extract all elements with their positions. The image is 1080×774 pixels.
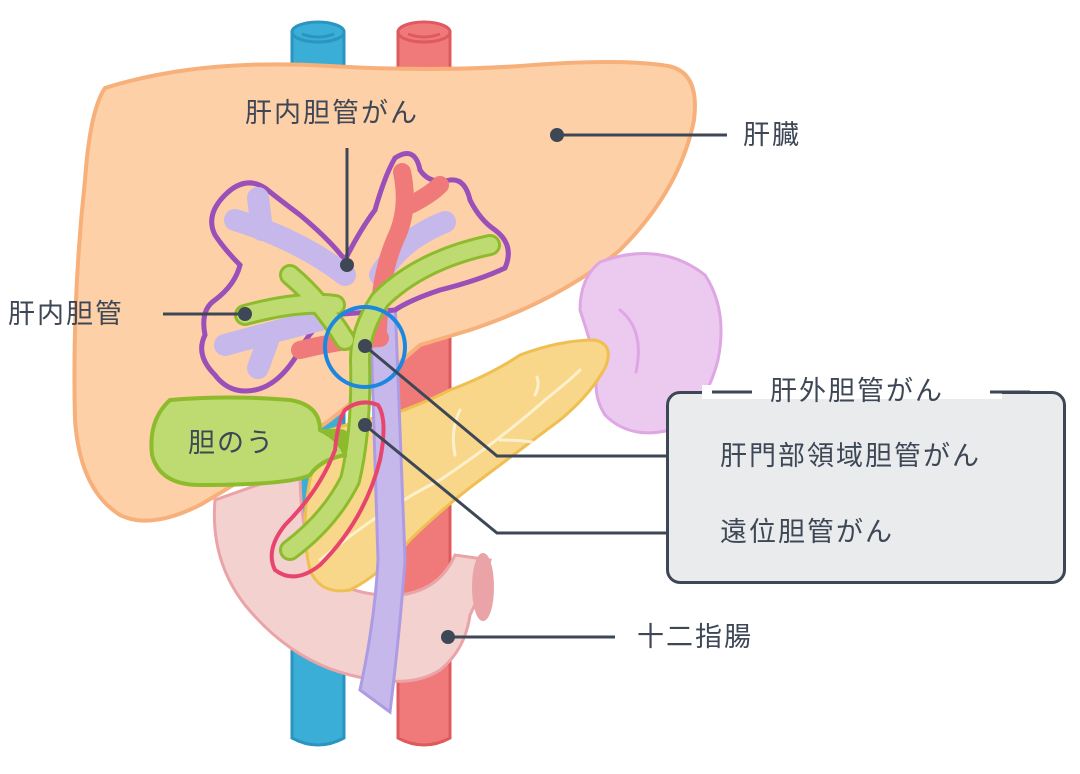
label-distal-cancer: 遠位胆管がん	[720, 517, 894, 548]
perihilar-region-ring	[323, 305, 407, 389]
bile-ducts	[234, 234, 501, 561]
label-liver: 肝臓	[743, 120, 801, 151]
leader-lines	[163, 133, 727, 639]
leader-dots	[238, 128, 564, 644]
leader-distal-cancer	[364, 423, 700, 535]
label-extrahepatic-cancer: 肝外胆管がん	[770, 376, 944, 407]
box-title-gap	[702, 385, 1002, 399]
label-duodenum: 十二指腸	[637, 622, 753, 653]
label-perihilar-cancer: 肝門部領域胆管がん	[720, 441, 981, 472]
gallbladder	[149, 395, 348, 488]
label-gallbladder: 胆のう	[188, 428, 275, 459]
spleen	[578, 252, 723, 435]
distal-region-ring	[269, 400, 386, 579]
label-intrahepatic-duct: 肝内胆管	[8, 299, 124, 330]
leader-perihilar-cancer	[364, 344, 700, 458]
portal-vein	[358, 298, 407, 715]
label-intrahepatic-cancer: 肝内胆管がん	[245, 98, 419, 129]
extrahepatic-cancer-box	[666, 391, 1066, 584]
